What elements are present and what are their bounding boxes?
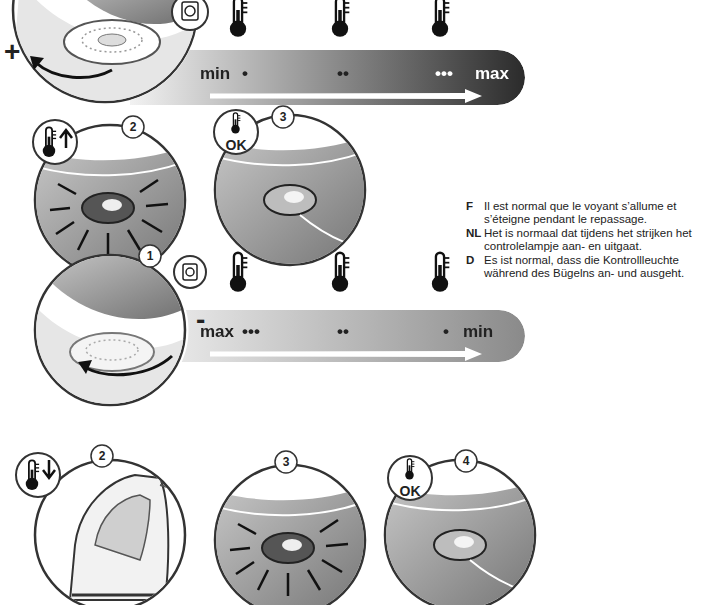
ok-indicator: OK <box>400 483 421 499</box>
language-code: F <box>466 200 473 213</box>
dot-mark: • <box>242 64 248 84</box>
note-text: Es ist normal, dass die Kontrollleuchte … <box>484 254 696 280</box>
language-code: D <box>466 254 474 267</box>
callout-number: 1 <box>147 249 154 263</box>
callout-number: 2 <box>130 120 137 134</box>
dot-mark: ••• <box>435 64 453 84</box>
callout-number: 3 <box>280 110 287 124</box>
ok-indicator: OK <box>226 137 247 153</box>
scale-label: min <box>463 322 493 342</box>
dot-mark: ••• <box>242 322 260 342</box>
note-text: Il est normal que le voyant s’allume et … <box>484 200 696 226</box>
callout-number: 3 <box>283 455 290 469</box>
language-code: NL <box>466 227 481 240</box>
note-text: Het is normaal dat tijdens het strijken … <box>484 227 696 253</box>
dot-mark: •• <box>337 322 349 342</box>
dot-mark: • <box>443 322 449 342</box>
callout-number: 4 <box>463 454 470 468</box>
dot-mark: •• <box>337 64 349 84</box>
plus-sign: + <box>4 38 20 66</box>
minus-sign: - <box>196 306 205 334</box>
scale-label: min <box>200 64 230 84</box>
arrow <box>130 50 525 105</box>
scale-label: max <box>475 64 509 84</box>
temperature-band: max••••••min <box>130 310 525 362</box>
temperature-band: min••••••max <box>130 50 525 105</box>
callout-number: 2 <box>99 449 106 463</box>
